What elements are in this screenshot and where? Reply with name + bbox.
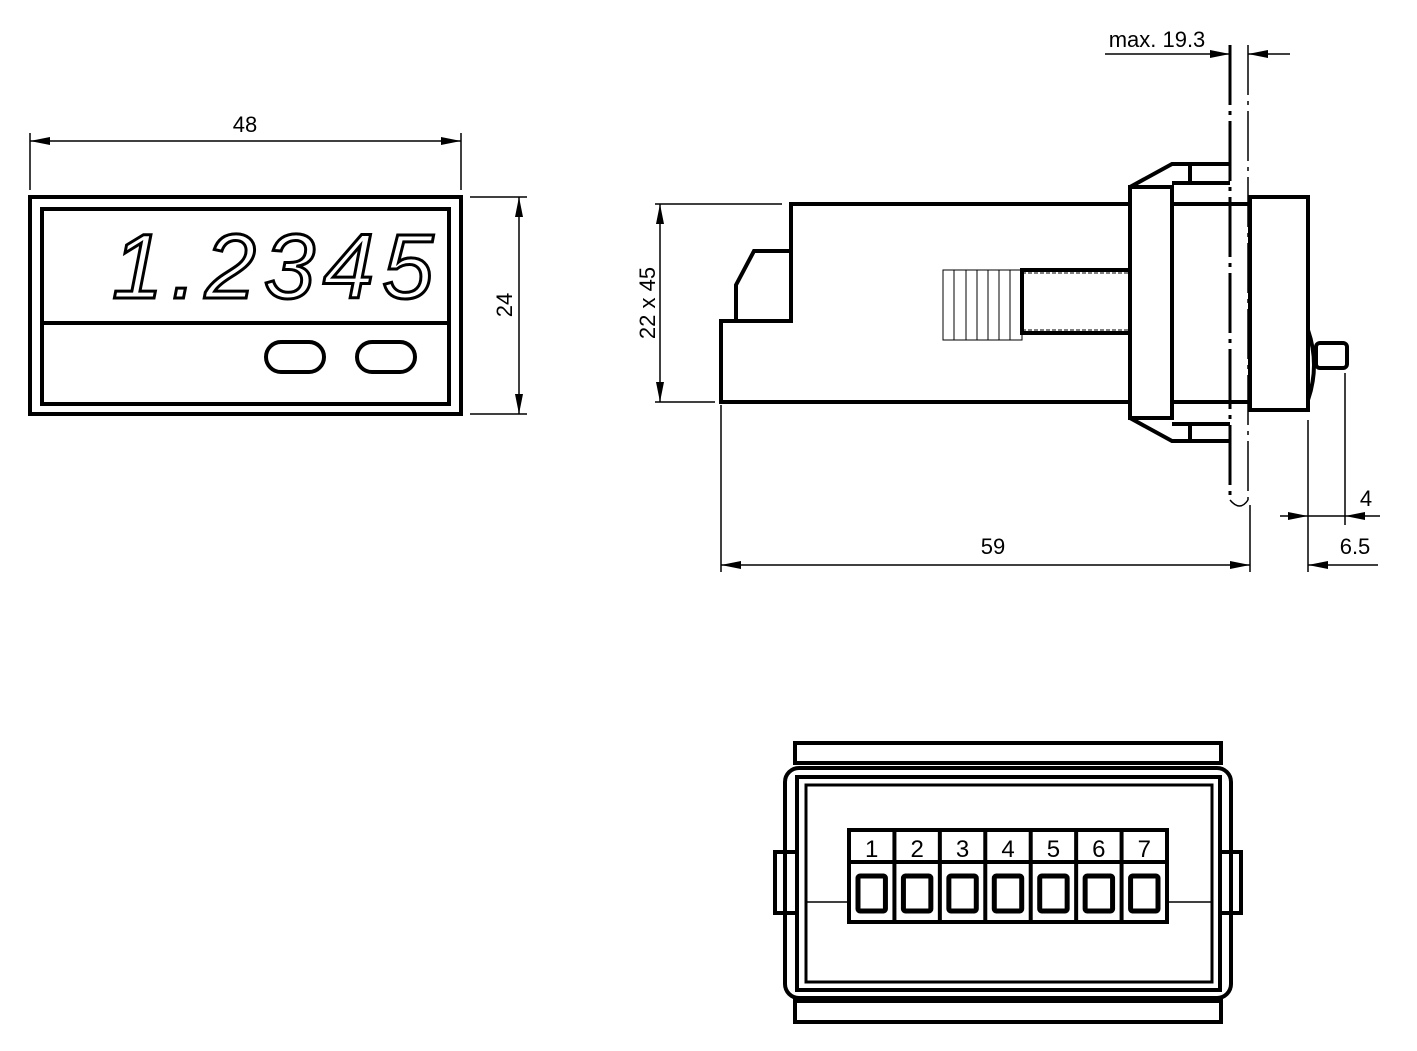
terminal-7: 7 — [1119, 830, 1161, 922]
terminal-number: 6 — [1092, 836, 1105, 863]
rear-housing — [783, 766, 1233, 1000]
dim-depth-label: 59 — [981, 534, 1005, 559]
terminal-number: 2 — [910, 836, 923, 863]
dim-panel-label: max. 19.3 — [1109, 27, 1206, 52]
terminal-screw-opening — [855, 873, 888, 914]
terminal-hatch — [942, 269, 1023, 341]
housing-latch — [734, 249, 791, 321]
front-view: 1.2345 48 24 — [28, 112, 527, 416]
front-bezel-outer — [28, 195, 463, 416]
dim-front-label: 6.5 — [1340, 534, 1371, 559]
front-bezel-inner — [40, 207, 451, 406]
terminal-block: 1 2 3 4 5 6 7 — [847, 828, 1169, 924]
dim-width-label: 48 — [233, 112, 257, 137]
terminal-1: 1 — [855, 836, 888, 914]
side-tab-right — [1218, 850, 1243, 915]
dim-height-label: 24 — [492, 293, 517, 317]
front-button-left — [264, 340, 326, 374]
terminal-2: 2 — [892, 830, 934, 922]
terminal-number: 5 — [1047, 836, 1060, 863]
terminal-5: 5 — [1028, 830, 1070, 922]
dim-button-label: 4 — [1360, 486, 1372, 511]
front-button-right — [355, 340, 417, 374]
dim-cutout-label: 22 x 45 — [635, 267, 660, 339]
housing-body — [719, 202, 1130, 404]
terminal-screw-opening — [1082, 873, 1116, 914]
top-rail — [793, 741, 1223, 765]
bottom-rail — [793, 999, 1223, 1024]
terminal-screw-opening — [1037, 873, 1070, 914]
terminal-number: 3 — [956, 836, 969, 863]
terminal-screw-opening — [900, 873, 934, 914]
display-readout: 1.2345 — [112, 216, 441, 318]
terminal-number: 1 — [865, 836, 878, 863]
terminal-screw-opening — [946, 873, 979, 914]
terminal-screw-opening — [991, 873, 1025, 914]
terminal-3: 3 — [937, 830, 979, 922]
terminal-screw-opening — [1128, 873, 1161, 914]
terminal-number: 7 — [1138, 836, 1151, 863]
rear-view: 1 2 3 4 5 6 7 — [773, 741, 1243, 1024]
terminal-number: 4 — [1001, 836, 1014, 863]
mounting-clamp — [1128, 162, 1230, 443]
button-pin — [1314, 341, 1349, 370]
side-tab-left — [773, 850, 799, 915]
terminal-6: 6 — [1074, 830, 1116, 922]
side-view: 22 x 45 max. 19.3 59 6.5 4 — [635, 27, 1380, 572]
terminal-4: 4 — [983, 830, 1025, 922]
front-bezel-side — [1248, 195, 1310, 412]
